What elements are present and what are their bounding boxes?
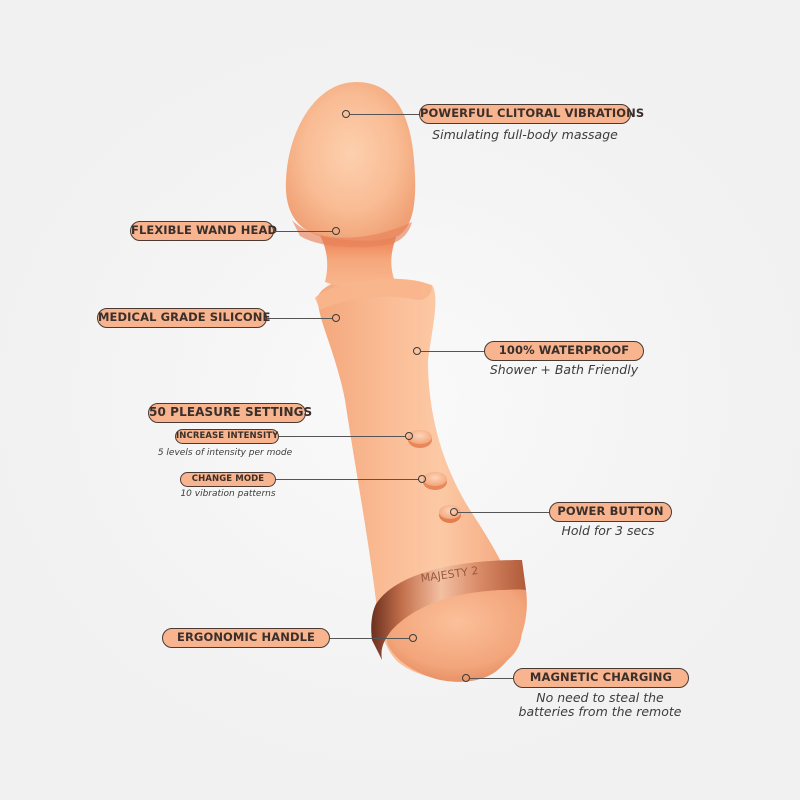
callout-line-handle bbox=[330, 638, 410, 640]
callout-dot-intensity bbox=[405, 432, 413, 440]
callout-line-charging bbox=[470, 678, 514, 680]
callout-dot-wand-head bbox=[332, 227, 340, 235]
subtitle-increase-intensity: 5 levels of intensity per mode bbox=[157, 448, 293, 458]
callout-line-wand-head bbox=[274, 231, 333, 233]
callout-dot-waterproof bbox=[413, 347, 421, 355]
label-change-mode: CHANGE MODE bbox=[180, 472, 276, 487]
label-waterproof: 100% WATERPROOF bbox=[484, 341, 644, 361]
label-pleasure-settings: 50 PLEASURE SETTINGS bbox=[148, 403, 312, 423]
callout-dot-silicone bbox=[332, 314, 340, 322]
label-increase-intensity: INCREASE INTENSITY bbox=[175, 429, 279, 444]
label-power-button: POWER BUTTON bbox=[549, 502, 672, 522]
callout-line-mode bbox=[276, 479, 419, 481]
callout-dot-charging bbox=[462, 674, 470, 682]
callout-dot-clitoral bbox=[342, 110, 350, 118]
copper-ring bbox=[371, 560, 526, 660]
callout-dot-handle bbox=[409, 634, 417, 642]
callout-line-power bbox=[458, 512, 550, 514]
label-flexible-wand-head: FLEXIBLE WAND HEAD bbox=[130, 221, 277, 241]
callout-line-silicone bbox=[267, 318, 333, 320]
subtitle-power-button: Hold for 3 secs bbox=[561, 523, 655, 538]
charging-cap bbox=[387, 589, 527, 682]
label-medical-grade-silicone: MEDICAL GRADE SILICONE bbox=[97, 308, 270, 328]
callout-dot-power bbox=[450, 508, 458, 516]
subtitle-clitoral: Simulating full-body massage bbox=[432, 127, 618, 142]
label-magnetic-charging: MAGNETIC CHARGING bbox=[513, 668, 689, 688]
subtitle-charging-line1: No need to steal the bbox=[536, 690, 664, 705]
callout-line-clitoral bbox=[350, 114, 420, 116]
subtitle-change-mode: 10 vibration patterns bbox=[180, 489, 276, 499]
wand-head bbox=[285, 82, 416, 241]
callout-line-waterproof bbox=[421, 351, 485, 353]
subtitle-charging-line2: batteries from the remote bbox=[518, 704, 682, 719]
subtitle-waterproof: Shower + Bath Friendly bbox=[489, 362, 639, 377]
callout-dot-mode bbox=[418, 475, 426, 483]
label-clitoral-vibrations: POWERFUL CLITORAL VIBRATIONS bbox=[419, 104, 644, 124]
callout-line-intensity bbox=[279, 436, 406, 438]
label-ergonomic-handle: ERGONOMIC HANDLE bbox=[162, 628, 330, 648]
